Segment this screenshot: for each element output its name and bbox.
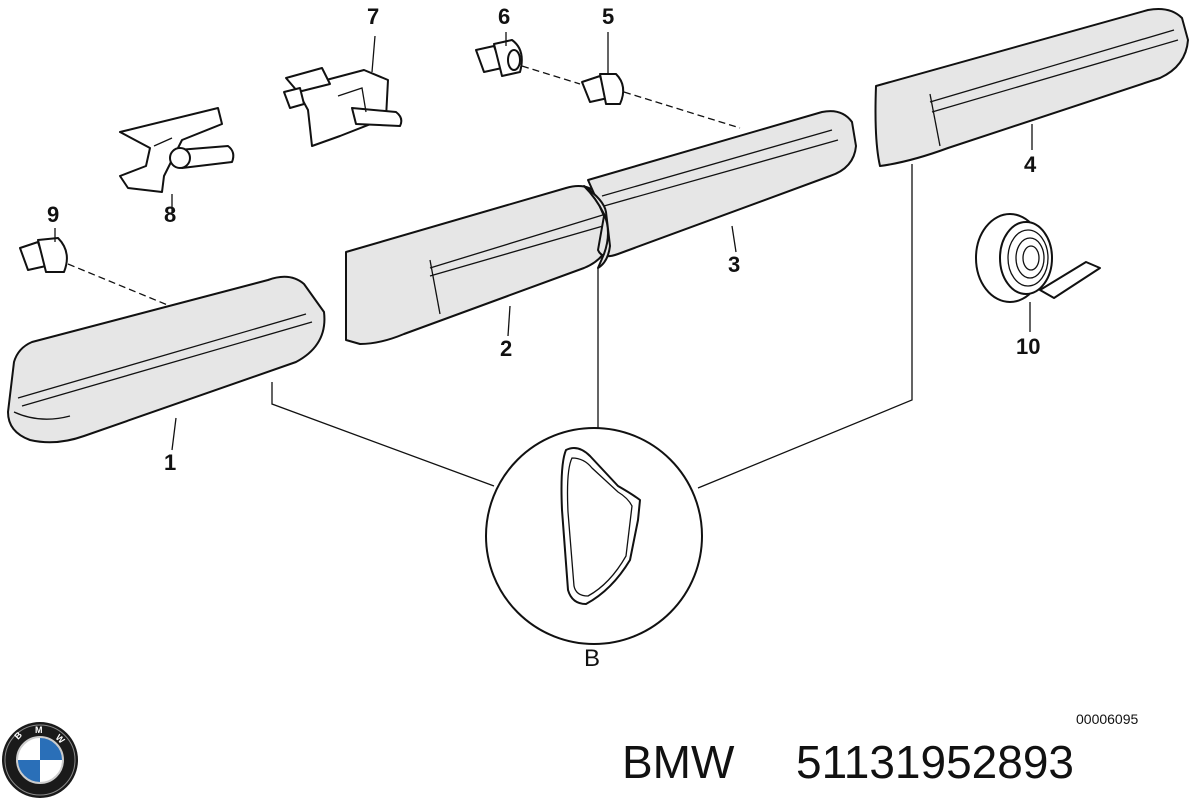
detail-view-b (485, 427, 703, 645)
molding-part-2 (345, 185, 614, 345)
fastener-part-6 (475, 39, 523, 77)
callout-8: 8 (164, 202, 176, 227)
fastener-part-9 (19, 237, 68, 273)
fastener-part-5 (581, 73, 625, 105)
tape-roll-part-10 (975, 213, 1101, 303)
bmw-logo-letter-m: M (35, 725, 43, 735)
callout-4: 4 (1024, 152, 1037, 177)
drawing-number: 00006095 (1076, 711, 1139, 727)
molding-part-4 (874, 8, 1189, 167)
assembly-dash-lines (67, 65, 741, 307)
clip-part-7 (283, 67, 403, 147)
molding-part-3 (583, 110, 857, 269)
callout-6: 6 (498, 4, 510, 29)
callout-7: 7 (367, 4, 379, 29)
callout-1: 1 (164, 450, 176, 475)
callout-2: 2 (500, 336, 512, 361)
callout-9: 9 (47, 202, 59, 227)
bmw-logo: B M W (2, 722, 78, 798)
callout-3: 3 (728, 252, 740, 277)
leader-lines (54, 32, 1033, 489)
molding-part-1 (7, 275, 326, 444)
callout-10: 10 (1016, 334, 1040, 359)
clip-part-8 (119, 107, 235, 193)
part-number: 51131952893 (796, 736, 1074, 788)
brand-name: BMW (622, 736, 735, 788)
detail-label-b: B (584, 645, 600, 672)
callout-5: 5 (602, 4, 614, 29)
